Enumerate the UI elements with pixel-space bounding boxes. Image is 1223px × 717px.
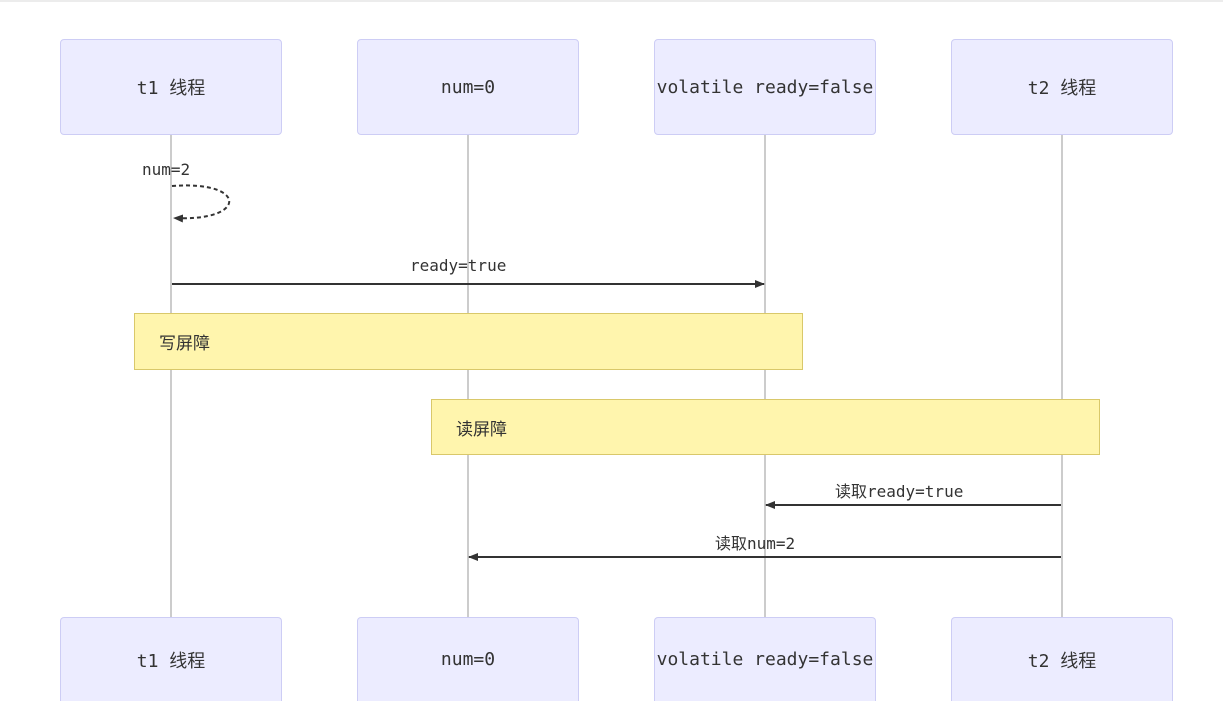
participant-num-top: num=0 xyxy=(357,39,579,135)
message-label-ready-true: ready=true xyxy=(410,256,507,275)
participant-num-bottom: num=0 xyxy=(357,617,579,701)
participant-t1-bottom: t1 线程 xyxy=(60,617,282,701)
message-label-read-ready: 读取ready=true xyxy=(835,482,964,501)
top-border xyxy=(0,0,1223,2)
self-message-arrow xyxy=(171,184,231,223)
participant-ready-bottom: volatile ready=false xyxy=(654,617,876,701)
note-write-barrier: 写屏障 xyxy=(134,313,803,370)
participant-t2-bottom: t2 线程 xyxy=(951,617,1173,701)
participant-t1-top: t1 线程 xyxy=(60,39,282,135)
message-label-read-num: 读取num=2 xyxy=(715,534,796,553)
note-read-barrier: 读屏障 xyxy=(431,399,1100,455)
participant-ready-top: volatile ready=false xyxy=(654,39,876,135)
message-label-num-2: num=2 xyxy=(142,160,191,179)
participant-t2-top: t2 线程 xyxy=(951,39,1173,135)
